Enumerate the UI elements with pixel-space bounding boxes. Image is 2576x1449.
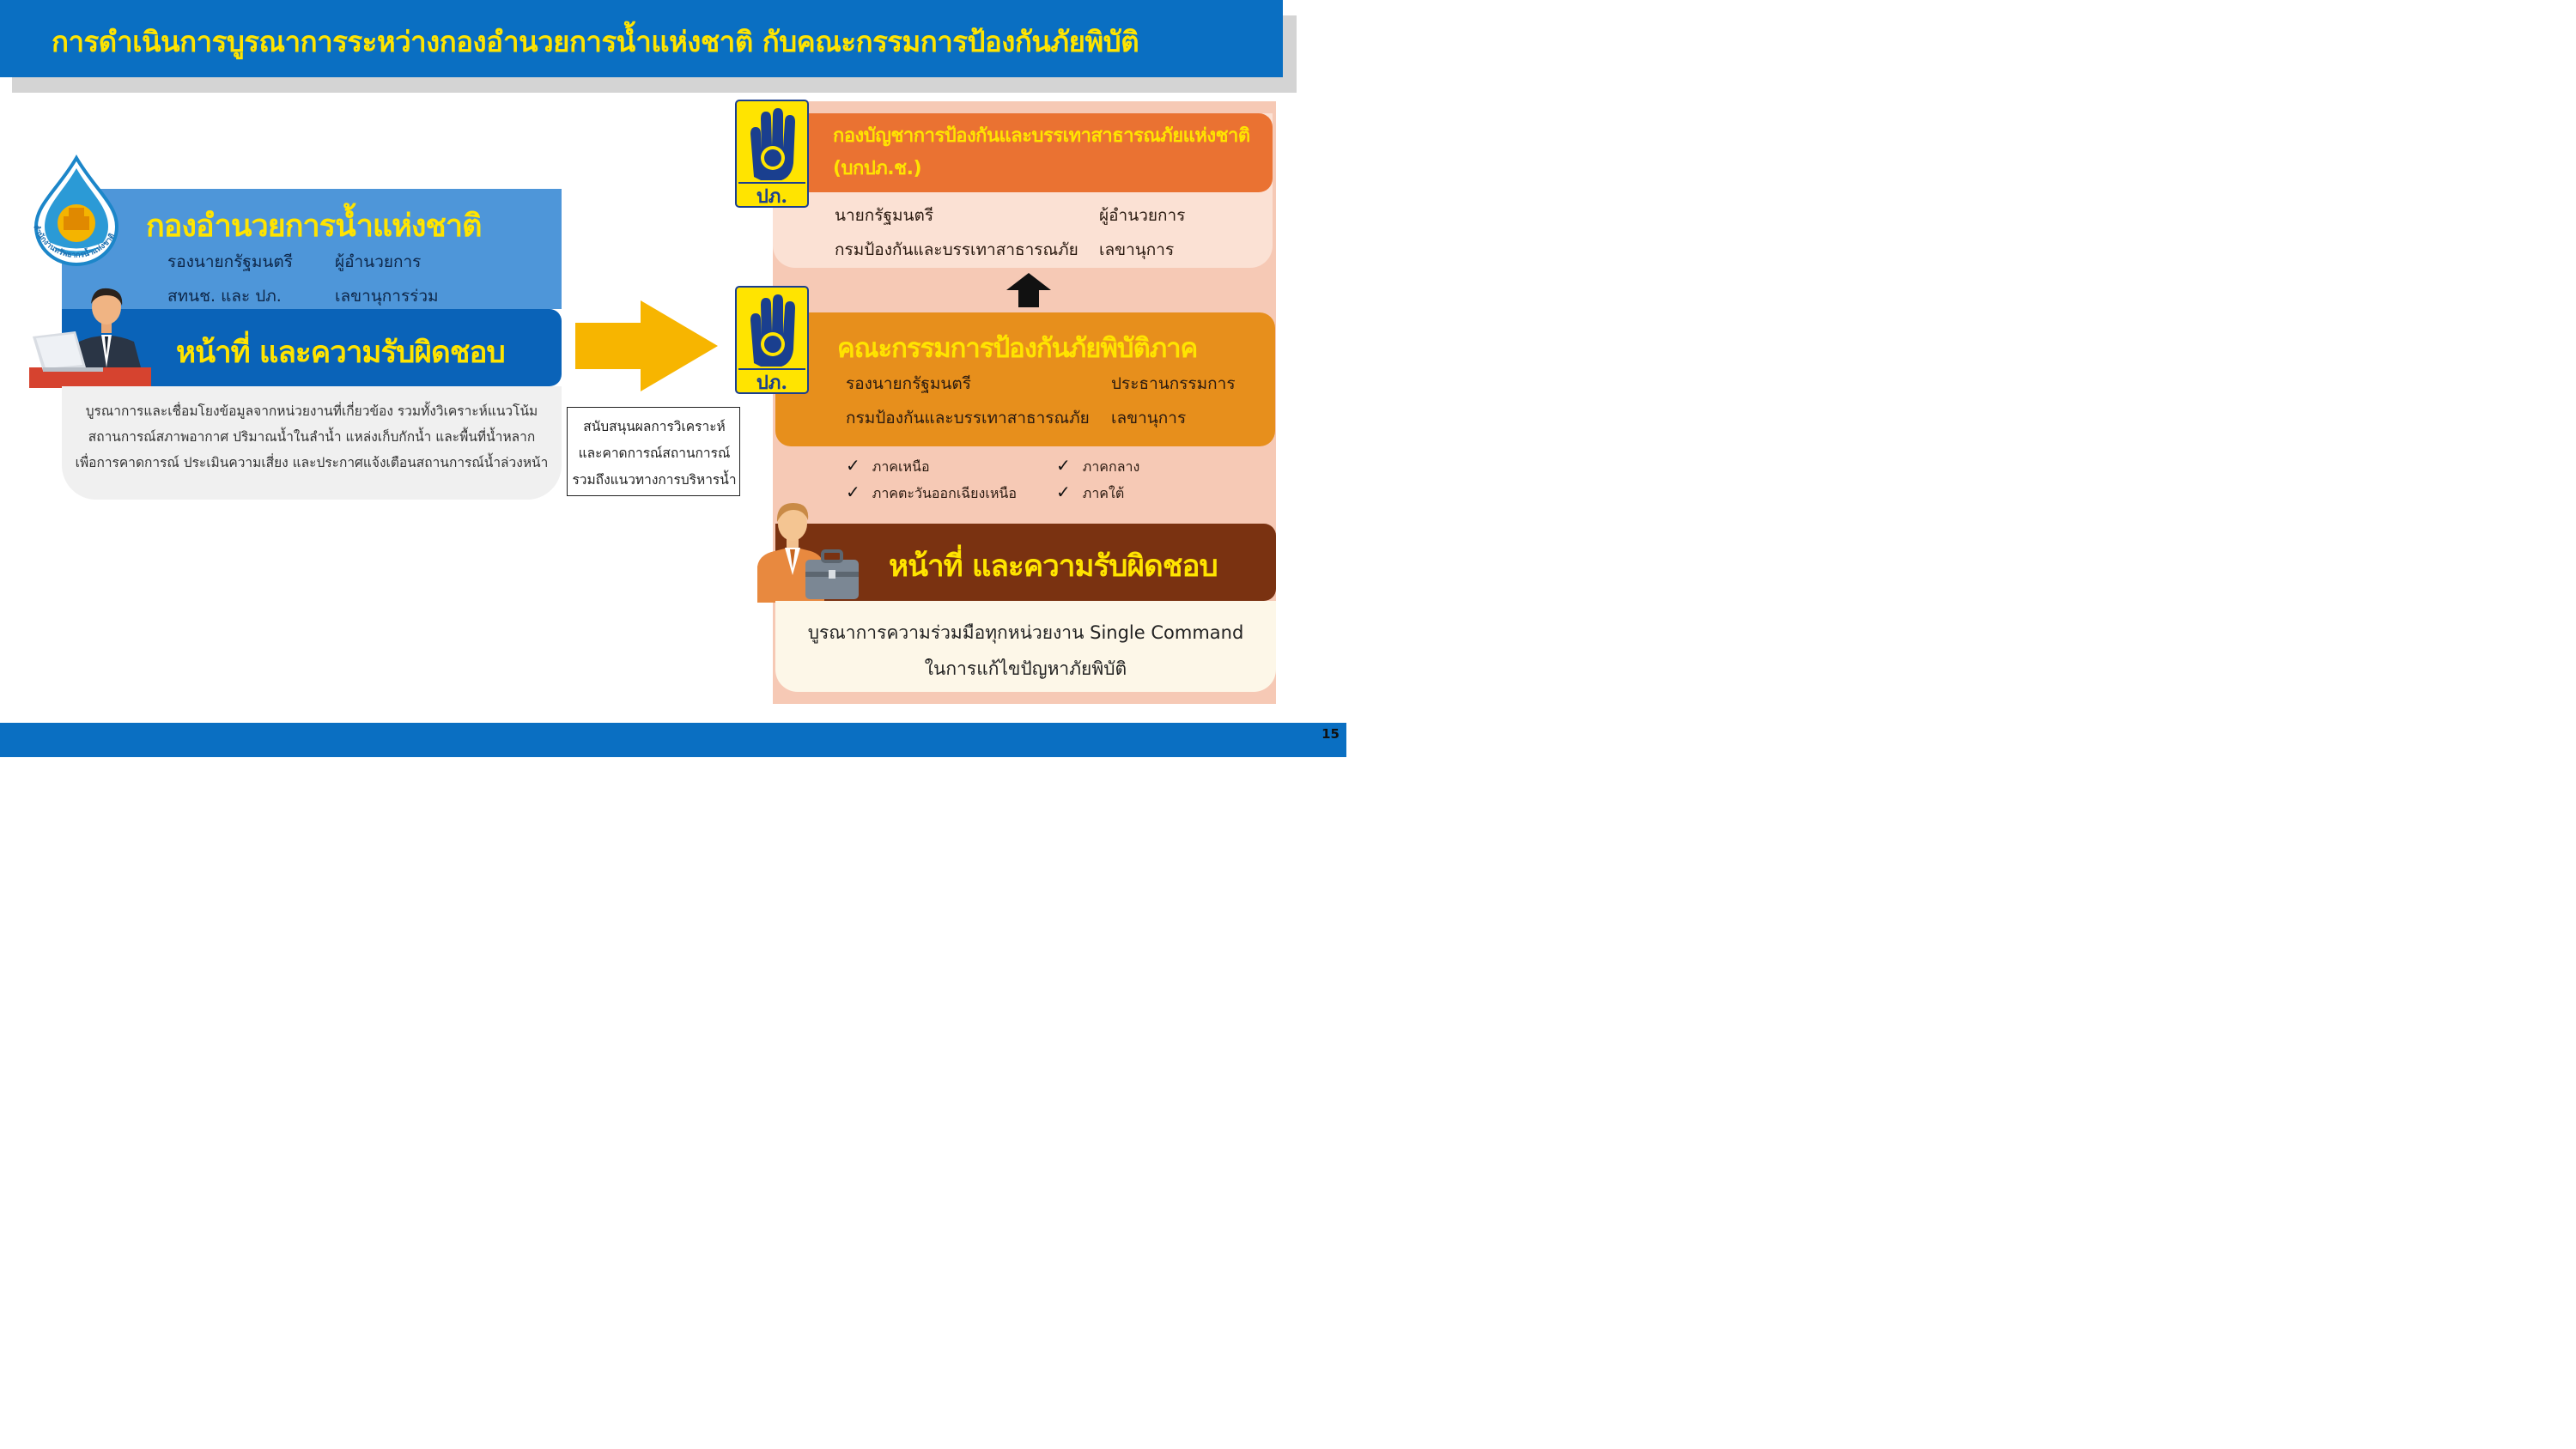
support-line: รวมถึงแนวทางการบริหารน้ำ [572, 472, 737, 488]
nwo-duty-line: สถานการณ์สภาพอากาศ ปริมาณน้ำในลำน้ำ แหล่… [88, 429, 536, 445]
region-label: ภาคกลาง [1082, 458, 1140, 475]
region-item: ✓ ภาคเหนือ [846, 455, 930, 478]
right-arrow-icon [575, 300, 718, 391]
ddpm-logo: ปภ. [735, 286, 809, 394]
page-title: การดำเนินการบูรณาการระหว่างกองอำนวยการน้… [52, 25, 1139, 58]
title-bar [0, 0, 1283, 77]
page-number: 15 [1321, 726, 1340, 742]
up-arrow-icon [1006, 273, 1051, 307]
nwo-title: กองอำนวยการน้ำแห่งชาติ [146, 209, 482, 244]
regional-duty-line: บูรณาการความร่วมมือทุกหน่วยงาน Single Co… [807, 622, 1244, 643]
support-line: และคาดการณ์สถานการณ์ [578, 446, 731, 461]
ndpm-command-title-line2: (บกปภ.ช.) [833, 158, 922, 179]
regional-duty-bar [775, 524, 1276, 601]
regional-duty-description: บูรณาการความร่วมมือทุกหน่วยงาน Single Co… [775, 615, 1276, 687]
regional-role-position-2: เลขานุการ [1111, 409, 1187, 427]
ndpm-role-position-1: ผู้อำนวยการ [1099, 206, 1186, 225]
ndpm-command-title: กองบัญชาการป้องกันและบรรเทาสาธารณภัยแห่ง… [833, 120, 1262, 185]
regional-role-position-1: ประธานกรรมการ [1111, 374, 1236, 393]
nwo-panel [62, 189, 562, 309]
regional-duty-line: ในการแก้ไขปัญหาภัยพิบัติ [924, 658, 1127, 679]
support-box [567, 407, 740, 496]
regional-role-person-2: กรมป้องกันและบรรเทาสาธารณภัย [846, 409, 1090, 427]
ddpm-logo-label: ปภ. [756, 372, 787, 394]
check-icon: ✓ [1056, 482, 1071, 502]
ddpm-logo: ปภ. [735, 100, 809, 208]
nwo-role-person-2: สทนช. และ ปภ. [167, 287, 282, 306]
region-item: ✓ ภาคตะวันออกเฉียงเหนือ [846, 482, 1017, 505]
nwo-duty-line: เพื่อการคาดการณ์ ประเมินความเสี่ยง และปร… [75, 455, 549, 470]
businessman-briefcase-icon [756, 498, 862, 603]
ndpm-role-person-1: นายกรัฐมนตรี [835, 206, 934, 225]
ndpm-command-title-line1: กองบัญชาการป้องกันและบรรเทาสาธารณภัยแห่ง… [833, 125, 1250, 147]
ndpm-role-person-2: กรมป้องกันและบรรเทาสาธารณภัย [835, 240, 1078, 259]
regional-committee-panel [775, 312, 1275, 446]
nwo-duty-panel [62, 386, 562, 500]
support-line: สนับสนุนผลการวิเคราะห์ [583, 419, 726, 434]
nwo-role-person-1: รองนายกรัฐมนตรี [167, 252, 293, 271]
check-icon: ✓ [1056, 455, 1071, 476]
check-icon: ✓ [846, 482, 860, 502]
ndpm-command-bar [773, 113, 1273, 192]
support-text: สนับสนุนผลการวิเคราะห์ และคาดการณ์สถานกา… [568, 414, 740, 494]
region-label: ภาคตะวันออกเฉียงเหนือ [872, 485, 1017, 501]
nwo-duty-description: บูรณาการและเชื่อมโยงข้อมูลจากหน่วยงานที่… [69, 398, 555, 476]
onwr-logo: สำนักงานทรัพยากรน้ำแห่งชาติ [24, 155, 129, 266]
region-label: ภาคเหนือ [872, 458, 930, 475]
region-item: ✓ ภาคใต้ [1056, 482, 1124, 505]
nwo-duty-line: บูรณาการและเชื่อมโยงข้อมูลจากหน่วยงานที่… [85, 403, 538, 419]
regional-duty-title: หน้าที่ และความรับผิดชอบ [889, 549, 1218, 584]
nwo-role-position-2: เลขานุการร่วม [335, 287, 439, 306]
ndpm-role-position-2: เลขานุการ [1099, 240, 1175, 259]
region-item: ✓ ภาคกลาง [1056, 455, 1139, 478]
businessman-laptop-icon [29, 282, 151, 388]
regional-role-person-1: รองนายกรัฐมนตรี [846, 374, 971, 393]
regional-committee-title: คณะกรรมการป้องกันภัยพิบัติภาค [837, 333, 1198, 364]
regional-duty-panel [775, 601, 1276, 692]
nwo-duty-title: หน้าที่ และความรับผิดชอบ [176, 336, 506, 370]
region-label: ภาคใต้ [1082, 485, 1125, 501]
footer-bar [0, 723, 1346, 757]
nwo-role-position-1: ผู้อำนวยการ [335, 252, 422, 271]
check-icon: ✓ [846, 455, 860, 476]
ddpm-logo-label: ปภ. [756, 185, 787, 208]
